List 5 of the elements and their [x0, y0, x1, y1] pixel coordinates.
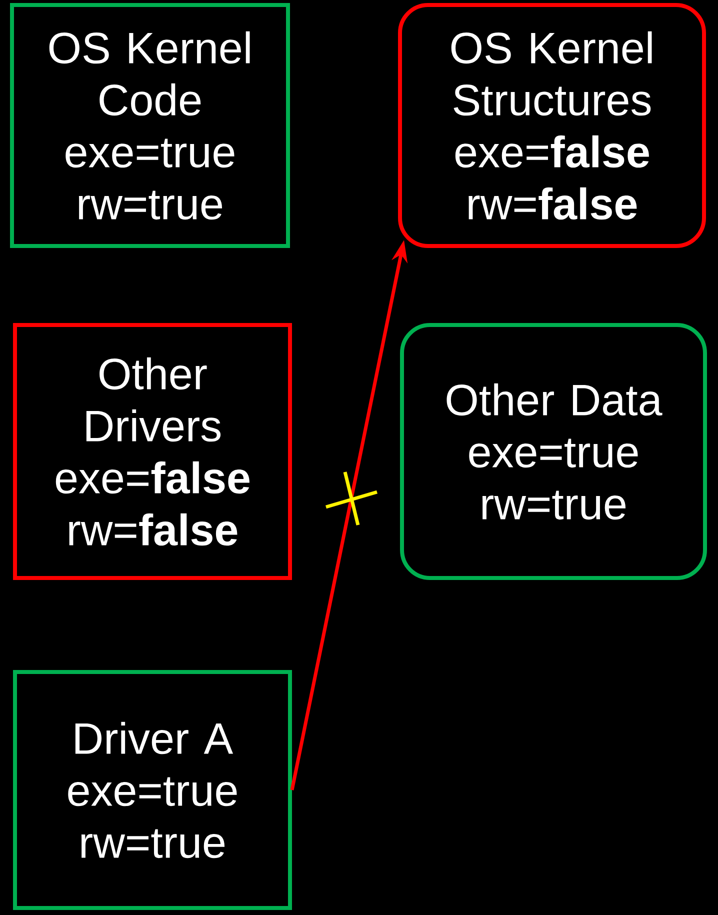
- rounded-box: OS Kernel Structures exe=false rw=false: [398, 3, 706, 248]
- process-box: Other Drivers exe=false rw=false: [13, 323, 292, 580]
- process-box: OS Kernel Code exe=true rw=true: [10, 3, 290, 248]
- process-box: Driver A exe=true rw=true: [13, 670, 292, 910]
- rounded-box: Other Data exe=true rw=true: [400, 323, 707, 580]
